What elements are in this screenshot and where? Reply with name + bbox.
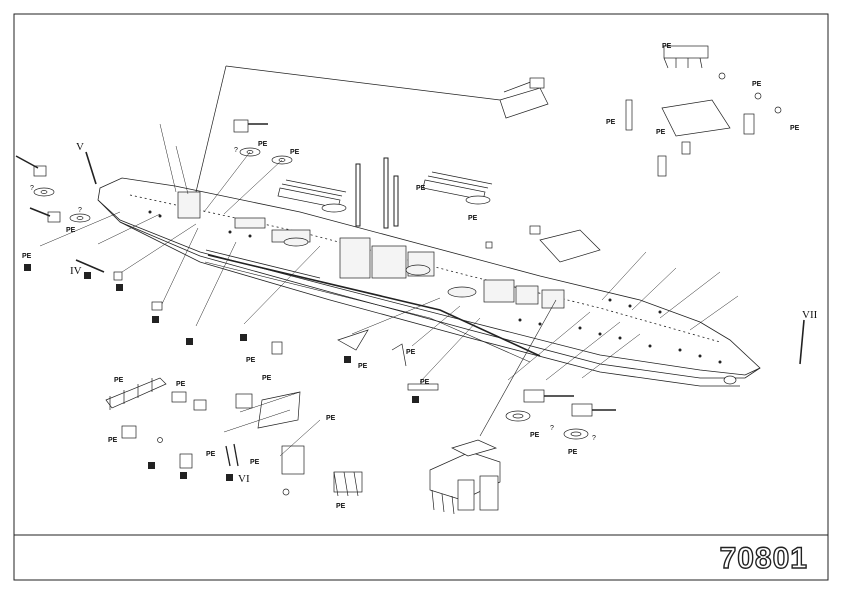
part-number: 70801 xyxy=(720,542,808,575)
pe-label: PE xyxy=(420,379,430,386)
pe-label: PE xyxy=(22,253,32,260)
mast-platform-assembly xyxy=(625,45,782,177)
pe-label: PE xyxy=(468,215,478,222)
roman-label-iv: IV xyxy=(70,265,82,277)
superstructure xyxy=(177,191,565,309)
pe-label: PE xyxy=(656,129,666,136)
stern-guns xyxy=(505,375,737,440)
leader-lines xyxy=(39,123,739,457)
callout-line-tower xyxy=(479,299,557,437)
pe-label: PE xyxy=(258,141,268,148)
roman-label-v: V xyxy=(76,141,84,153)
masts xyxy=(355,157,399,229)
pe-label: PE xyxy=(246,357,256,364)
pe-label: PE xyxy=(250,459,260,466)
pe-label: PE xyxy=(326,415,336,422)
deck-fittings xyxy=(148,210,722,364)
query-mark: ? xyxy=(550,425,554,432)
pe-label: PE xyxy=(790,125,800,132)
bridge-tower-assembly xyxy=(429,439,501,515)
query-mark: ? xyxy=(592,435,596,442)
pe-label: PE xyxy=(176,381,186,388)
bridge-railing-assembly xyxy=(499,77,549,119)
pe-label: PE xyxy=(206,451,216,458)
pe-label: PE xyxy=(114,377,124,384)
query-marks: ? ? ? ? ? xyxy=(30,147,596,442)
loose-rods xyxy=(75,151,805,365)
roman-labels: V IV VI VII xyxy=(70,141,818,485)
pe-label: PE xyxy=(108,437,118,444)
pe-label: PE xyxy=(530,432,540,439)
pe-label: PE xyxy=(358,363,368,370)
pe-label: PE xyxy=(568,449,578,456)
pe-label: PE xyxy=(262,375,272,382)
bridge-gun xyxy=(233,119,293,165)
torpedo-tube-mounts xyxy=(277,171,493,213)
pe-labels: PE PE PE PE PE PE PE PE PE PE PE PE PE P… xyxy=(22,43,800,510)
pe-label: PE xyxy=(752,81,762,88)
pe-label: PE xyxy=(406,349,416,356)
pe-label: PE xyxy=(336,503,346,510)
pe-label: PE xyxy=(606,119,616,126)
roman-label-vii: VII xyxy=(802,309,818,321)
bow-gun xyxy=(15,155,91,223)
pe-label: PE xyxy=(662,43,672,50)
pe-label: PE xyxy=(66,227,76,234)
roman-label-vi: VI xyxy=(238,473,250,485)
lower-left-parts xyxy=(105,341,363,497)
callout-line-bridge-target xyxy=(195,65,227,193)
pe-label: PE xyxy=(290,149,300,156)
query-mark: ? xyxy=(234,147,238,154)
query-mark: ? xyxy=(30,185,34,192)
callout-line-bridge xyxy=(225,65,501,101)
mid-parts xyxy=(113,225,601,391)
pe-label: PE xyxy=(416,185,426,192)
code-boxes xyxy=(24,264,419,481)
query-mark: ? xyxy=(78,207,82,214)
sheet-frame xyxy=(13,13,829,581)
